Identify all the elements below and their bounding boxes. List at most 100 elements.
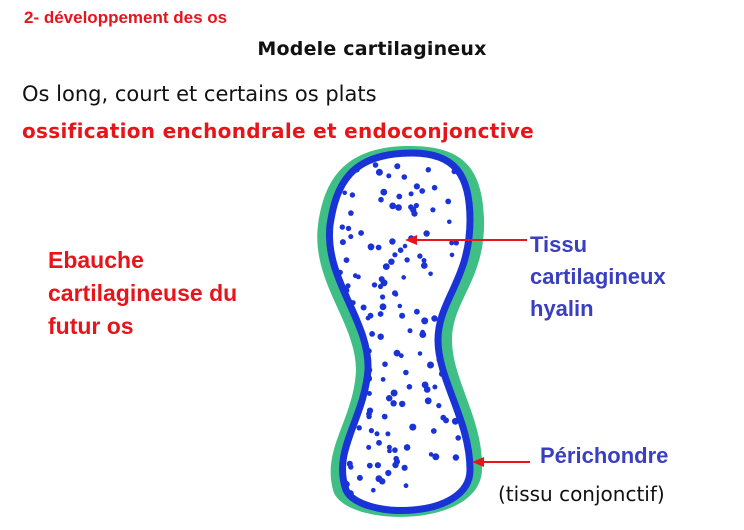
chondrocyte-dot <box>382 263 390 270</box>
chondrocyte-dot <box>378 196 384 203</box>
chondrocyte-dot <box>390 400 397 407</box>
chondrocyte-dot <box>371 487 376 493</box>
chondrocyte-dot <box>451 168 457 175</box>
chondrocyte-dot <box>386 173 392 179</box>
chondrocyte-dot <box>432 453 440 461</box>
chondrocyte-dot <box>366 367 373 373</box>
chondrocyte-dot <box>349 192 356 198</box>
chondrocyte-dot <box>358 230 364 236</box>
chondrocyte-dot <box>419 188 426 194</box>
chondrocyte-dot <box>366 462 373 469</box>
chondrocyte-dot <box>453 240 459 246</box>
chondrocyte-dot <box>451 417 459 425</box>
chondrocyte-dots <box>337 162 462 497</box>
chondrocyte-dot <box>342 190 348 196</box>
chondrocyte-dot <box>420 329 425 335</box>
chondrocyte-dot <box>436 403 442 409</box>
chondrocyte-dot <box>455 435 462 441</box>
chondrocyte-dot <box>345 283 351 289</box>
chondrocyte-dot <box>407 328 413 334</box>
chondrocyte-dot <box>447 219 452 225</box>
chondrocyte-dot <box>452 454 460 461</box>
chondrocyte-dot <box>348 464 354 470</box>
chondrocyte-dot <box>368 428 374 434</box>
chondrocyte-dot <box>348 234 354 240</box>
chondrocyte-dot <box>428 271 433 277</box>
chondrocyte-dot <box>356 425 362 431</box>
chondrocyte-dot <box>430 207 436 213</box>
chondrocyte-dot <box>390 389 398 397</box>
chondrocyte-dot <box>374 431 380 437</box>
chondrocyte-dot <box>402 243 408 249</box>
chondrocyte-dot <box>397 247 404 253</box>
chondrocyte-dot <box>381 190 387 196</box>
chondrocyte-dot <box>395 204 402 211</box>
chondrocyte-dot <box>369 331 375 337</box>
chondrocyte-dot <box>449 240 455 246</box>
tissue-label-line: hyalin <box>530 296 594 321</box>
chondrocyte-dot <box>403 483 409 489</box>
chondrocyte-dot <box>388 258 395 265</box>
chondrocyte-dot <box>423 386 431 393</box>
chondrocyte-dot <box>380 279 388 287</box>
chondrocyte-dot <box>380 294 386 300</box>
chondrocyte-dot <box>414 308 420 315</box>
chondrocyte-dot <box>385 469 392 477</box>
page-title: Modele cartilagineux <box>257 38 487 60</box>
chondrocyte-dot <box>403 444 411 451</box>
chondrocyte-dot <box>421 258 427 263</box>
chondrocyte-dot <box>401 464 408 471</box>
chondrocyte-dot <box>376 439 382 446</box>
chondrocyte-dot <box>413 183 420 190</box>
chondrocyte-dot <box>428 452 434 457</box>
chondrocyte-dot <box>377 333 384 340</box>
tissue-arrow-head <box>405 235 417 245</box>
chondrocyte-dot <box>367 243 375 251</box>
chondrocyte-dot <box>427 361 434 369</box>
chondrocyte-dot <box>432 384 438 390</box>
chondrocyte-dot <box>425 167 431 173</box>
chondrocyte-dot <box>445 198 452 205</box>
chondrocyte-dot <box>375 475 383 483</box>
chondrocyte-dot <box>401 275 407 280</box>
chondrocyte-dot <box>375 168 383 176</box>
chondrocyte-dot <box>386 444 392 450</box>
chondrocyte-dot <box>393 455 400 462</box>
perichondre-sublabel: (tissu conjonctif) <box>498 482 665 506</box>
chondrocyte-dot <box>366 444 372 450</box>
chondrocyte-dot <box>401 174 408 180</box>
chondrocyte-dot <box>408 191 414 197</box>
chondrocyte-dot <box>381 413 388 420</box>
chondrocyte-dot <box>430 428 437 434</box>
chondrocyte-dot <box>366 348 372 354</box>
chondrocyte-dot <box>399 312 406 319</box>
ossification-line: ossification enchondrale et endoconjonct… <box>22 119 534 143</box>
chondrocyte-dot <box>366 391 372 396</box>
chondrocyte-dot <box>421 317 429 325</box>
chondrocyte-dot <box>377 311 384 317</box>
chondrocyte-dot <box>403 369 409 376</box>
ebauche-label-line: Ebauche <box>48 247 144 273</box>
chondrocyte-dot <box>343 287 350 294</box>
chondrocyte-dot <box>394 163 401 170</box>
chondrocyte-dot <box>366 407 374 414</box>
bone-outline <box>325 149 474 514</box>
chondrocyte-dot <box>411 210 418 217</box>
chondrocyte-dot <box>356 274 361 280</box>
chondrocyte-dot <box>389 202 397 210</box>
chondrocyte-dot <box>406 384 413 390</box>
tissue-label-line: Tissu <box>530 232 588 257</box>
bone-types-line: Os long, court et certains os plats <box>22 82 377 106</box>
chondrocyte-dot <box>345 225 352 232</box>
chondrocyte-dot <box>421 262 428 269</box>
chondrocyte-dot <box>443 417 449 424</box>
chondrocyte-dot <box>417 351 423 356</box>
chondrocyte-dot <box>392 461 399 469</box>
perichondre-label: Périchondre <box>540 443 669 468</box>
chondrocyte-dot <box>417 253 423 259</box>
chondrocyte-dot <box>392 447 398 453</box>
chondrocyte-dot <box>374 462 381 469</box>
chondrocyte-dot <box>350 300 356 306</box>
chondrocyte-dot <box>399 400 406 408</box>
